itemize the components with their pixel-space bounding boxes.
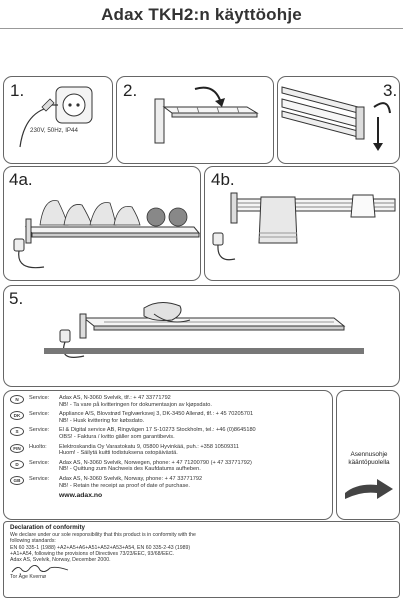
step-1-number: 1.	[10, 81, 25, 100]
reverse-side-box: Asennusohje kääntöpuolella	[336, 390, 400, 520]
service-note: NB! - Quittung zum Nachweis des Kaufdatu…	[59, 466, 201, 473]
shoes-on-rack-illustration	[13, 200, 200, 269]
service-label: Service:	[29, 427, 50, 434]
service-text: Elektroskandia Oy Varastokatu 9, 05800 H…	[59, 444, 326, 457]
service-label: Service:	[29, 475, 50, 482]
fold-rack-illustration	[281, 86, 391, 151]
service-address: El & Digital service AB, Ringvägen 17 S-…	[59, 427, 256, 434]
signature-image	[11, 565, 69, 573]
wall-bracket-illustration	[154, 86, 259, 144]
step-2-number: 2.	[123, 81, 138, 100]
arrow-right-icon	[345, 479, 393, 499]
website-link[interactable]: www.adax.no	[59, 492, 103, 500]
service-row-s: S Service: El & Digital service AB, Ring…	[10, 427, 326, 440]
reverse-line-2: kääntöpuolella	[348, 458, 390, 466]
step-3-number: 3.	[383, 81, 398, 100]
country-code-dk: DK	[10, 411, 24, 421]
reverse-side-note: Asennusohje kääntöpuolella	[337, 451, 401, 466]
step-4a-number: 4a.	[9, 170, 33, 189]
step-4a-panel: 4a.	[3, 166, 201, 281]
service-note: NB! - Ta vare på kvitteringen for dokume…	[59, 401, 212, 408]
hands-drying-illustration	[44, 302, 364, 358]
service-label: Service:	[29, 395, 50, 401]
step-2-panel: 2.	[116, 76, 274, 164]
country-code-d: D	[10, 459, 24, 469]
page-title: Adax TKH2:n käyttöohje	[101, 5, 302, 24]
service-note: Huom! - Säilytä kuitti todistuksena osto…	[59, 450, 178, 457]
title-divider	[0, 28, 403, 29]
service-row-n: N Service: Adax AS, N-3060 Svelvik, tlf.…	[10, 395, 326, 408]
step-3-panel: 3.	[277, 76, 400, 164]
service-row-d: D Service: Adax AS, N-3060 Svelvik, Norw…	[10, 459, 326, 473]
service-text: Adax AS, N-3060 Svelvik, Norwegen, phone…	[59, 460, 326, 473]
service-label: Service:	[29, 411, 50, 418]
step-5-panel: 5.	[3, 285, 400, 387]
signer-name: Tor Åge Kvernø	[10, 574, 47, 581]
service-text: Adax AS, N-3060 Svelvik, Norway, phone: …	[59, 476, 326, 489]
service-text: Adax AS, N-3060 Svelvik, tlf.: + 47 3377…	[59, 395, 326, 408]
service-note: NB! - Retain the receipt as proof of dat…	[59, 482, 190, 489]
service-text: El & Digital service AB, Ringvägen 17 S-…	[59, 427, 326, 440]
service-info-box: N Service: Adax AS, N-3060 Svelvik, tlf.…	[3, 390, 333, 520]
declaration-line: following standards:	[10, 538, 56, 545]
declaration-title: Declaration of conformity	[10, 524, 85, 531]
step-4b-number: 4b.	[211, 170, 235, 189]
service-row-gb: GB Service: Adax AS, N-3060 Svelvik, Nor…	[10, 475, 326, 489]
step-4b-panel: 4b.	[204, 166, 400, 281]
reverse-line-1: Asennusohje	[350, 451, 388, 458]
service-row-dk: DK Service: Appliance A/S, Blovstrød Teg…	[10, 411, 326, 424]
plug-socket-illustration	[19, 86, 93, 148]
service-address: Appliance A/S, Blovstrød Teglværksvej 3,…	[59, 411, 254, 418]
service-address: Adax AS, N-3060 Svelvik, tlf.: + 47 3377…	[59, 395, 171, 401]
service-address: Elektroskandia Oy Varastokatu 9, 05800 H…	[59, 443, 239, 450]
declaration-box: Declaration of conformity We declare und…	[3, 521, 400, 598]
towels-on-rack-illustration	[212, 192, 396, 261]
electrical-spec: 230V, 50Hz, IP44	[30, 127, 78, 134]
step-1-panel: 1. 230V, 50Hz, IP44	[3, 76, 113, 164]
declaration-line: We declare under our sole responsibility…	[10, 532, 196, 539]
service-row-fin: FIN Huolto: Elektroskandia Oy Varastokat…	[10, 443, 326, 457]
service-note: NB! - Husk kvittering for købsdato.	[59, 417, 145, 424]
service-label: Service:	[29, 459, 50, 466]
declaration-line: +A1+A54, following the provisions of Dir…	[10, 550, 175, 557]
service-address: Adax AS, N-3060 Svelvik, Norwegen, phone…	[59, 459, 252, 466]
service-label: Huolto:	[29, 443, 47, 450]
step-5-number: 5.	[9, 289, 24, 308]
service-note: OBS! - Faktura / kvitto gäller som garan…	[59, 433, 175, 440]
country-code-s: S	[10, 427, 24, 437]
country-code-n: N	[10, 395, 24, 404]
service-text: Appliance A/S, Blovstrød Teglværksvej 3,…	[59, 411, 326, 424]
service-address: Adax AS, N-3060 Svelvik, Norway, phone: …	[59, 475, 203, 482]
declaration-line: EN 60 335-1 (1988) +A2+A5+A6+A51+A52+A53…	[10, 544, 191, 551]
country-code-fin: FIN	[10, 443, 24, 453]
country-code-gb: GB	[10, 475, 24, 485]
declaration-line: Adax AS, Svelvik, Norway, December 2000.	[10, 557, 111, 564]
